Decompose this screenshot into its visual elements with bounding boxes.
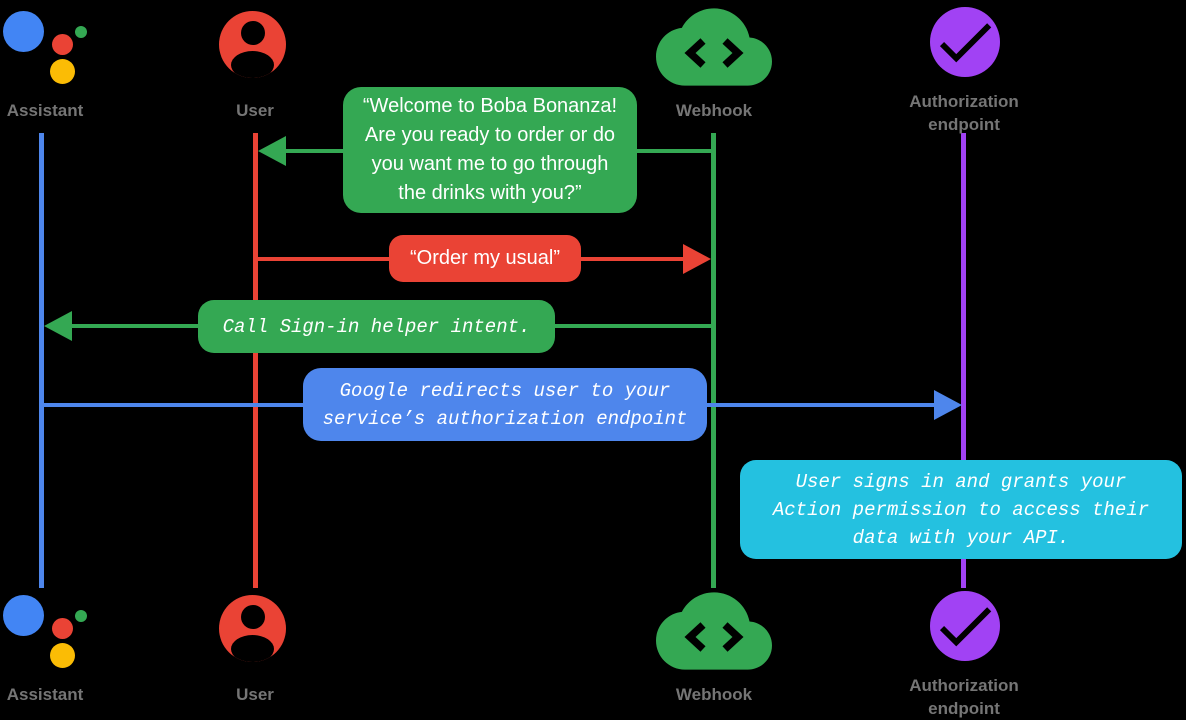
actor-label-assistant-bottom: Assistant bbox=[6, 685, 84, 704]
arrowhead-welcome-left-icon bbox=[258, 136, 286, 166]
actor-label-webhook-top: Webhook bbox=[675, 101, 753, 120]
message-bubble-signin: Call Sign-in helper intent. bbox=[198, 300, 555, 353]
actor-label-auth-bottom: Authorization endpoint bbox=[909, 676, 1019, 718]
cloud-code-icon bbox=[656, 573, 772, 689]
actor-label-auth-top: Authorization endpoint bbox=[909, 92, 1019, 134]
assistant-yellow-dot-icon bbox=[50, 59, 75, 84]
checkmark-circle-icon bbox=[930, 7, 1000, 77]
arrowhead-redirect-right-icon bbox=[934, 390, 962, 420]
google-assistant-icon bbox=[3, 11, 93, 86]
assistant-red-dot-icon bbox=[52, 34, 73, 55]
assistant-green-dot-icon bbox=[75, 610, 87, 622]
assistant-red-dot-icon bbox=[52, 618, 73, 639]
actor-label-webhook-bottom: Webhook bbox=[675, 685, 753, 704]
person-body-icon bbox=[231, 635, 274, 662]
person-head-icon bbox=[241, 21, 265, 45]
lifeline-user bbox=[253, 133, 258, 588]
cloud-code-icon bbox=[656, 0, 772, 105]
assistant-yellow-dot-icon bbox=[50, 643, 75, 668]
actor-label-assistant-top: Assistant bbox=[6, 101, 84, 120]
google-assistant-icon bbox=[3, 595, 93, 670]
person-circle-icon bbox=[219, 595, 286, 662]
message-bubble-redirect: Google redirects user to your service’s … bbox=[303, 368, 707, 441]
arrowhead-signin-left-icon bbox=[44, 311, 72, 341]
message-bubble-note: User signs in and grants your Action per… bbox=[740, 460, 1182, 559]
checkmark-circle-icon bbox=[930, 591, 1000, 661]
person-circle-icon bbox=[219, 11, 286, 78]
actor-label-user-bottom: User bbox=[236, 685, 274, 704]
lifeline-auth bbox=[961, 133, 966, 588]
person-head-icon bbox=[241, 605, 265, 629]
person-body-icon bbox=[231, 51, 274, 78]
message-bubble-order: “Order my usual” bbox=[389, 235, 581, 282]
actor-label-user-top: User bbox=[236, 101, 274, 120]
message-bubble-welcome: “Welcome to Boba Bonanza! Are you ready … bbox=[343, 87, 637, 213]
lifeline-webhook bbox=[711, 133, 716, 588]
lifeline-assistant bbox=[39, 133, 44, 588]
assistant-blue-dot-icon bbox=[3, 595, 44, 636]
assistant-green-dot-icon bbox=[75, 26, 87, 38]
assistant-blue-dot-icon bbox=[3, 11, 44, 52]
arrowhead-order-right-icon bbox=[683, 244, 711, 274]
